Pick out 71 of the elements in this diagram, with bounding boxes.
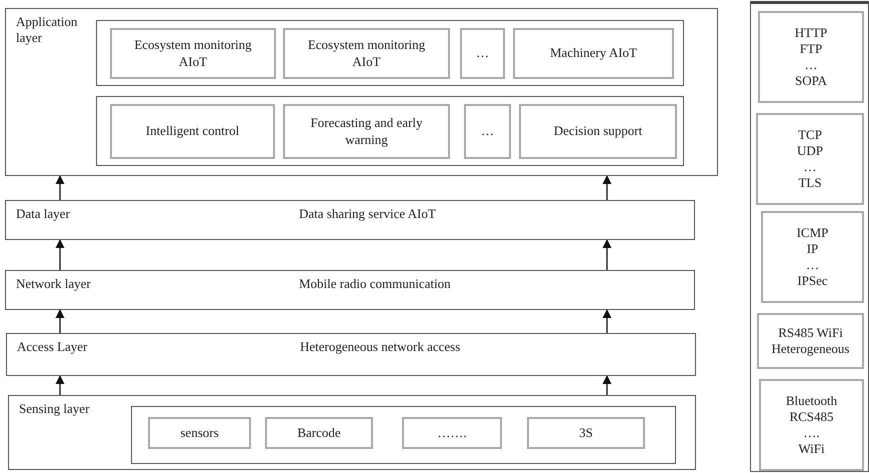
- layer-label: Application layer: [16, 14, 78, 46]
- module-box: [402, 417, 502, 449]
- group-panel: [96, 96, 684, 166]
- module-label: Barcode: [297, 424, 341, 442]
- protocol-label: …: [804, 159, 816, 176]
- arrow: [602, 175, 612, 200]
- protocol-label: HTTP: [794, 24, 828, 41]
- protocol-label: …: [804, 57, 818, 74]
- module-label: Ecosystem monitoring AIoT: [133, 37, 253, 70]
- protocol-box: [757, 313, 864, 369]
- module-box: [283, 28, 450, 79]
- module-label: Forecasting and early warning: [310, 115, 424, 148]
- module-label: Ecosystem monitoring AIoT: [306, 37, 426, 70]
- module-label: Decision support: [554, 123, 642, 140]
- arrow: [55, 375, 65, 395]
- protocol-label: WiFi: [798, 441, 825, 458]
- arrow: [55, 309, 65, 333]
- protocol-label: TCP: [798, 126, 822, 143]
- protocol-label: Bluetooth: [786, 392, 838, 409]
- layer-description: Mobile radio communication: [299, 276, 451, 292]
- protocol-label: UDP: [796, 142, 823, 159]
- protocol-box: [758, 11, 864, 103]
- arrow: [602, 309, 612, 333]
- layer-label: Network layer: [16, 276, 91, 292]
- protocol-label: FTP: [800, 40, 822, 57]
- protocol-label: RCS485: [789, 408, 834, 425]
- layer-label: Access Layer: [17, 339, 88, 355]
- group-panel: [131, 406, 676, 464]
- protocol-label: SOPA: [794, 73, 828, 90]
- arrow: [55, 239, 65, 270]
- protocol-label: IPSec: [797, 273, 828, 290]
- module-box: [460, 28, 505, 79]
- module-box: [148, 417, 251, 449]
- protocol-label: RS485 WiFi Heterogeneous: [770, 324, 850, 358]
- layer-box: [5, 270, 695, 310]
- group-panel: [96, 20, 684, 86]
- protocol-box: [756, 113, 864, 205]
- protocol-label: …: [806, 257, 819, 274]
- module-box: [110, 104, 275, 159]
- module-box: [527, 417, 645, 449]
- protocol-label: ….: [803, 425, 820, 442]
- module-box: [513, 28, 674, 79]
- layer-box: [5, 200, 695, 240]
- layer-description: Data sharing service AIoT: [299, 206, 436, 222]
- layer-label: Sensing layer: [19, 401, 90, 417]
- module-box: [283, 104, 450, 159]
- module-label: …….: [437, 424, 467, 442]
- layer-description: Heterogeneous network access: [300, 339, 460, 355]
- module-label: 3S: [579, 424, 593, 442]
- layer-label: Data layer: [16, 206, 70, 222]
- protocol-panel: [750, 1, 869, 472]
- module-label: …: [476, 45, 489, 62]
- arrow: [602, 375, 612, 395]
- layer-box: [5, 8, 718, 176]
- module-label: sensors: [180, 424, 219, 442]
- protocol-box: [759, 379, 864, 471]
- layer-box: [8, 395, 696, 470]
- protocol-box: [761, 211, 864, 303]
- module-label: …: [481, 123, 494, 140]
- protocol-label: TLS: [798, 175, 822, 192]
- protocol-label: IP: [806, 240, 818, 257]
- arrow: [55, 175, 65, 200]
- module-label: Intelligent control: [146, 123, 240, 140]
- layer-box: [6, 333, 696, 376]
- protocol-label: ICMP: [796, 224, 828, 241]
- module-box: [519, 104, 677, 159]
- module-box: [464, 104, 511, 159]
- module-box: [265, 417, 373, 449]
- module-label: Machinery AIoT: [550, 45, 637, 62]
- arrow: [602, 239, 612, 270]
- module-box: [110, 28, 276, 79]
